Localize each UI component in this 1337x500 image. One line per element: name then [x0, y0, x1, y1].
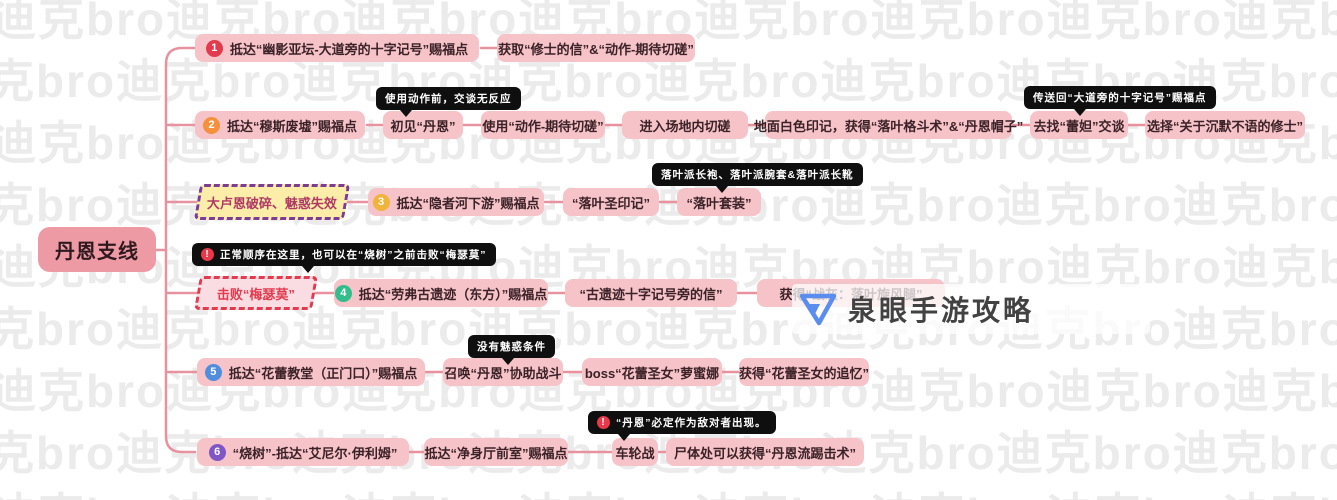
step1-node-arrive-cross-grace: 1 抵达“幽影亚坛-大道旁的十字记号”赐福点 — [195, 34, 479, 62]
step5-node-summon-dane-label: 召唤“丹恩”协助战斗 — [444, 365, 562, 381]
tooltip-pointer — [302, 266, 314, 273]
step1-node-get-monk-letter-label: 获取“修士的信”&“动作-期待切磋” — [498, 41, 694, 57]
step3-condition-great-rune-broken: 大卢恩破碎、魅惑失效 — [193, 184, 351, 220]
connector-line — [164, 46, 197, 252]
root-node-dane-quest: 丹恩支线 — [38, 227, 156, 272]
step-number-badge-2: 2 — [203, 116, 220, 134]
step6-node-burn-tree-enir-ilim-label: “烧树”-抵达“艾尼尔·伊利姆” — [232, 445, 398, 461]
tooltip-normal-order-note-label: 正常顺序在这里，也可以在“烧树”之前击败“梅瑟莫” — [220, 249, 487, 261]
step4-node-letter-by-cross-label: “古遗迹十字记号旁的信” — [579, 286, 723, 302]
step3-node-arrive-hermit-river-label: 抵达“隐者河下游”赐福点 — [396, 195, 540, 211]
step4-condition-defeat-messmer: 击败“梅瑟莫” — [194, 276, 318, 310]
step4-condition-defeat-messmer-frame: 击败“梅瑟莫” — [194, 276, 318, 310]
step-number-badge-1: 1 — [205, 39, 223, 57]
step5-node-arrive-bud-church-label: 抵达“花蕾教堂（正门口）”赐福点 — [228, 365, 418, 381]
step2-node-enter-arena-label: 进入场地内切磋 — [639, 118, 731, 134]
watermark-text-row: 迪克bro迪克bro迪克bro迪克bro迪克bro迪克bro迪克bro迪克bro — [0, 492, 1337, 500]
step3-node-leaf-seal-label: “落叶圣印记” — [571, 195, 650, 211]
step5-node-boss-romina-label: boss“花蕾圣女”萝蜜娜 — [584, 365, 720, 381]
step2-node-choose-silent-monk: 选择“关于沉默不语的修士” — [1145, 111, 1305, 139]
watermark-logo: 泉眼手游攻略 — [792, 284, 1150, 334]
step-number-badge-3: 3 — [372, 193, 390, 211]
step6-node-arrive-cleansing-chamber: 抵达“净身厅前室”赐福点 — [424, 438, 568, 466]
step3-condition-great-rune-broken-label: 大卢恩破碎、魅惑失效 — [206, 195, 337, 211]
tooltip-pointer — [1074, 109, 1086, 116]
step4-condition-defeat-messmer-label: 击败“梅瑟莫” — [216, 286, 295, 302]
step-number-badge-5: 5 — [204, 363, 222, 381]
step2-node-white-mark-rewards-label: 地面白色印记，获得“落叶格斗术”&“丹恩帽子” — [753, 118, 1024, 134]
step6-node-arrive-cleansing-chamber-label: 抵达“净身厅前室”赐福点 — [424, 445, 568, 461]
step2-node-use-gesture-label: 使用“动作-期待切磋” — [482, 118, 604, 134]
tooltip-leaf-set-contents: 落叶派长袍、落叶派腕套&落叶派长靴 — [652, 163, 863, 193]
step2-node-first-meet-dane-label: 初见“丹恩” — [390, 118, 456, 134]
step2-node-enter-arena: 进入场地内切磋 — [622, 111, 748, 139]
tooltip-pointer — [618, 434, 630, 441]
step5-node-get-remembrance-label: 获得“花蕾圣女的追忆” — [739, 365, 870, 381]
step4-node-arrive-rauh-ruins-label: 抵达“劳弗古遗迹（东方）”赐福点 — [358, 286, 548, 302]
step5-node-boss-romina: boss“花蕾圣女”萝蜜娜 — [582, 358, 722, 386]
step6-node-gauntlet-battle-label: 车轮战 — [615, 445, 655, 461]
tooltip-normal-order-note: ! 正常顺序在这里，也可以在“烧树”之前击败“梅瑟莫” — [192, 243, 496, 273]
tooltip-teleport-back-cross-grace-label: 传送回“大道旁的十字记号”赐福点 — [1033, 92, 1207, 104]
tooltip-dane-appears-hostile-label: “丹恩”必定作为敌对者出现。 — [616, 417, 767, 429]
connector-line — [164, 248, 197, 454]
step3-node-leaf-seal: “落叶圣印记” — [563, 188, 659, 216]
step3-condition-great-rune-broken-frame: 大卢恩破碎、魅惑失效 — [193, 184, 351, 220]
step1-node-get-monk-letter: 获取“修士的信”&“动作-期待切磋” — [497, 34, 695, 62]
tooltip-pointer — [716, 186, 728, 193]
spring-eye-logo-icon — [799, 293, 837, 326]
step6-node-corpse-reward: 尸体处可以获得“丹恩流踢击术” — [666, 438, 864, 466]
tooltip-leaf-set-contents-label: 落叶派长袍、落叶派腕套&落叶派长靴 — [661, 169, 854, 181]
logo-text: 泉眼手游攻略 — [848, 295, 1035, 326]
step2-node-white-mark-rewards: 地面白色印记，获得“落叶格斗术”&“丹恩帽子” — [754, 111, 1023, 139]
step6-node-burn-tree-enir-ilim: 6 “烧树”-抵达“艾尼尔·伊利姆” — [197, 438, 409, 466]
tooltip-no-charm-condition: 没有魅惑条件 — [468, 335, 555, 365]
step1-node-arrive-cross-grace-label: 抵达“幽影亚坛-大道旁的十字记号”赐福点 — [229, 41, 469, 57]
tooltip-dane-appears-hostile: ! “丹恩”必定作为敌对者出现。 — [588, 411, 776, 441]
step3-node-arrive-hermit-river: 3 抵达“隐者河下游”赐福点 — [368, 188, 544, 216]
step3-node-leaf-set-label: “落叶套装” — [686, 195, 752, 211]
tooltip-no-charm-condition-label: 没有魅惑条件 — [477, 341, 546, 353]
step4-node-letter-by-cross: “古遗迹十字记号旁的信” — [565, 279, 737, 307]
step-number-badge-6: 6 — [208, 443, 226, 461]
step4-node-arrive-rauh-ruins: 4 抵达“劳弗古遗迹（东方）”赐福点 — [334, 279, 548, 307]
step2-node-choose-silent-monk-label: 选择“关于沉默不语的修士” — [1147, 118, 1304, 134]
step-number-badge-4: 4 — [334, 284, 352, 302]
step6-node-gauntlet-battle: 车轮战 — [612, 438, 658, 466]
step5-node-get-remembrance: 获得“花蕾圣女的追忆” — [739, 358, 869, 386]
root-node-dane-quest-label: 丹恩支线 — [55, 241, 139, 263]
tooltip-teleport-back-cross-grace: 传送回“大道旁的十字记号”赐福点 — [1024, 86, 1216, 116]
step5-node-arrive-bud-church: 5 抵达“花蕾教堂（正门口）”赐福点 — [197, 358, 425, 386]
step2-node-first-meet-dane: 初见“丹恩” — [383, 111, 463, 139]
step6-node-corpse-reward-label: 尸体处可以获得“丹恩流踢击术” — [674, 445, 857, 461]
step2-node-arrive-moose-ruins: 2 抵达“穆斯废墟”赐福点 — [195, 111, 365, 139]
step2-node-use-gesture: 使用“动作-期待切磋” — [481, 111, 605, 139]
exclamation-icon: ! — [201, 248, 214, 261]
step2-node-talk-to-leda-label: 去找“蕾妲”交谈 — [1033, 118, 1125, 134]
exclamation-icon: ! — [597, 416, 610, 429]
tooltip-pointer — [400, 110, 412, 117]
tooltip-no-response-before-gesture-label: 使用动作前，交谈无反应 — [385, 93, 512, 105]
step2-node-arrive-moose-ruins-label: 抵达“穆斯废墟”赐福点 — [227, 118, 358, 134]
tooltip-no-response-before-gesture: 使用动作前，交谈无反应 — [376, 87, 521, 117]
tooltip-pointer — [502, 358, 514, 365]
step2-node-talk-to-leda: 去找“蕾妲”交谈 — [1030, 111, 1128, 139]
